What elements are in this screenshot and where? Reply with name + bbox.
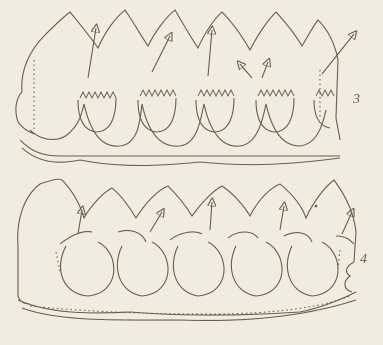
figure-4-arrow xyxy=(342,212,352,234)
figure-3-left-edge xyxy=(16,92,34,134)
figure-4-arrow xyxy=(280,206,284,230)
figure-3-papillae xyxy=(80,90,334,98)
figure-3-arrow xyxy=(240,64,252,78)
figure-4-crown-outline xyxy=(18,179,356,262)
figure-3-crown-outline xyxy=(22,10,340,140)
figure-4-arrow xyxy=(78,210,82,234)
figure-4-dotted-line xyxy=(30,250,350,314)
figure-3-arrow xyxy=(152,36,170,72)
figure-3-arrow xyxy=(208,30,212,76)
figure-label-4: 4 xyxy=(360,252,367,268)
figure-3-cusps xyxy=(30,104,326,146)
figure-3-inner-loops xyxy=(78,98,330,132)
figure-4-base-band xyxy=(18,292,356,320)
figure-label-3: 3 xyxy=(353,92,360,108)
figure-3-dotted-line xyxy=(34,60,320,130)
figure-4-arrow xyxy=(150,212,162,232)
figure-3-arrow xyxy=(262,62,268,78)
figure-4-left-edge xyxy=(18,246,30,304)
figure-4-loops xyxy=(61,242,338,296)
figure-4-cusps xyxy=(60,230,354,244)
figure-4 xyxy=(18,179,356,320)
figure-4-dot xyxy=(315,205,317,207)
figure-4-arrow xyxy=(210,202,212,230)
figure-4-right-edge xyxy=(345,262,354,292)
figure-3 xyxy=(16,10,354,166)
figure-3-base-band xyxy=(20,140,340,166)
